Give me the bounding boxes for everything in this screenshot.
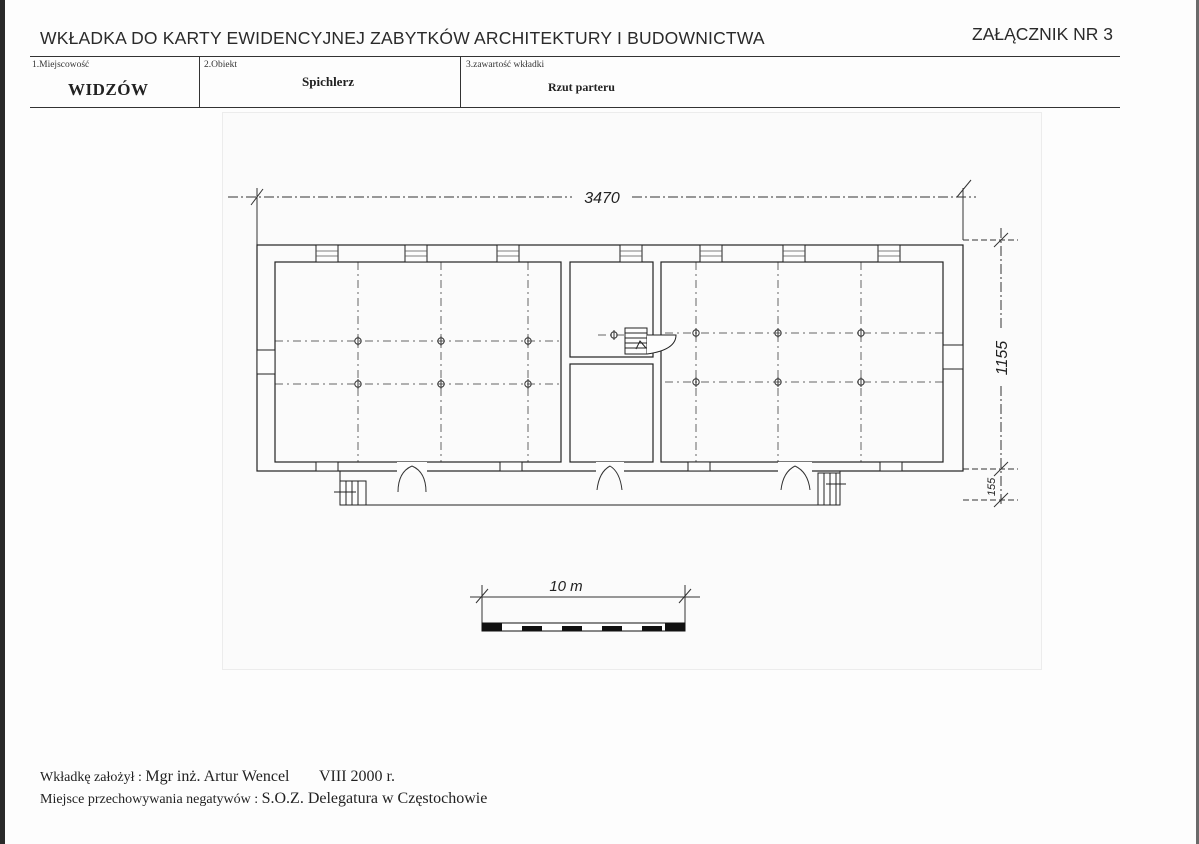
content-label: 3.zawartość wkładki xyxy=(466,60,545,70)
scale-bar xyxy=(470,585,700,632)
field-divider-1 xyxy=(199,56,200,108)
outer-walls xyxy=(256,244,964,472)
width-dimension-line xyxy=(963,228,1018,508)
entrance-steps-left xyxy=(334,480,367,506)
storage-label: Miejsce przechowywania negatywów : xyxy=(40,792,259,807)
object-value: Spichlerz xyxy=(302,74,354,89)
scan-edge-left xyxy=(0,0,5,844)
bottom-windows xyxy=(315,461,903,472)
content-value: Rzut parteru xyxy=(548,80,615,94)
place-label: 1.Miejscowość xyxy=(32,60,90,70)
scale-bar-label: 10 m xyxy=(549,578,582,595)
storage-value: S.O.Z. Delegatura w Częstochowie xyxy=(261,790,488,807)
width-dimension-label: 1155 xyxy=(994,341,1011,376)
field-divider-2 xyxy=(460,56,461,108)
author-label: Wkładkę założył : xyxy=(40,770,142,785)
place-value: WIDZÓW xyxy=(68,80,149,99)
document-title: WKŁADKA DO KARTY EWIDENCYJNEJ ZABYTKÓW A… xyxy=(40,28,765,48)
length-dimension-line xyxy=(228,179,976,245)
entrance-steps-right xyxy=(817,472,846,506)
plinth xyxy=(339,471,841,506)
axis-grid xyxy=(275,262,944,462)
top-window-panes xyxy=(316,250,900,257)
object-label: 2.Obiekt xyxy=(204,60,237,70)
side-windows xyxy=(256,344,964,375)
author-date: VIII 2000 r. xyxy=(319,768,395,785)
plinth-dimension-label: 155 xyxy=(986,477,998,496)
length-dimension-label: 3470 xyxy=(584,190,620,207)
attachment-number: ZAŁĄCZNIK NR 3 xyxy=(972,24,1113,44)
header-rule-top xyxy=(30,56,1120,57)
author-name: Mgr inż. Artur Wencel xyxy=(145,768,290,785)
header-rule-bottom xyxy=(30,107,1120,108)
author-line: Wkładkę założył : Mgr inż. Artur Wencel … xyxy=(40,768,395,786)
doors xyxy=(397,462,812,493)
interior-stair xyxy=(624,327,677,355)
columns xyxy=(354,328,865,389)
scan-edge-right xyxy=(1196,0,1199,844)
storage-line: Miejsce przechowywania negatywów : S.O.Z… xyxy=(40,790,487,808)
drawing-frame xyxy=(222,112,1042,670)
top-windows xyxy=(315,244,901,263)
